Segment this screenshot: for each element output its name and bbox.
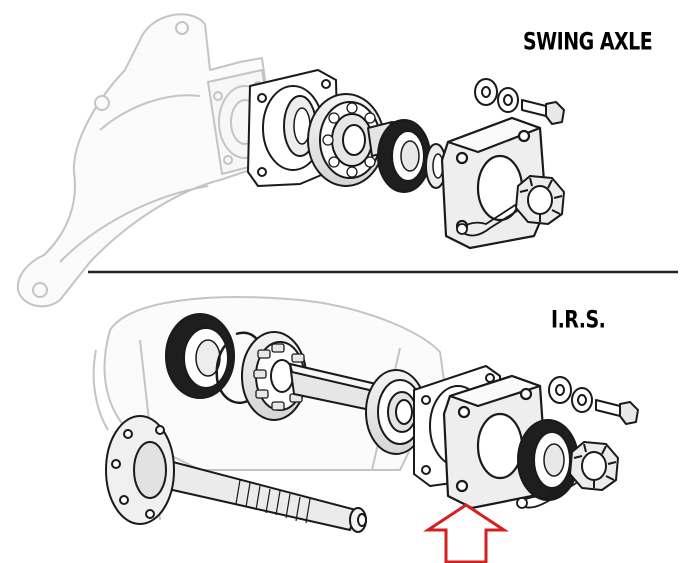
- axle-shaft: [105, 415, 367, 533]
- oil-seal: [377, 119, 431, 193]
- thin-spacer: [425, 143, 447, 189]
- outer-oil-seal: [517, 419, 579, 501]
- wheel-bearing: [307, 93, 385, 187]
- irs-washer-1: [548, 376, 572, 404]
- irs-assembly: [92, 296, 639, 533]
- washer-2: [497, 87, 519, 113]
- irs-washer-2: [571, 387, 593, 413]
- irs-castle-nut: [569, 441, 619, 491]
- bolt: [521, 99, 565, 125]
- washer-1: [474, 78, 498, 106]
- cotter-pin: [456, 197, 529, 237]
- castle-nut: [515, 175, 565, 225]
- irs-cotter-pin: [516, 469, 591, 509]
- outer-bearing: [365, 369, 427, 455]
- inner-oil-seal: [165, 313, 235, 399]
- bearing-cover: [440, 116, 548, 250]
- roller-bearing: [241, 331, 309, 421]
- swing-axle-label: SWING AXLE: [523, 28, 653, 56]
- irs-label: I.R.S.: [551, 306, 606, 334]
- swing-axle-assembly: [16, 13, 565, 308]
- irs-bolt: [595, 399, 639, 425]
- highlight-arrow-icon: [422, 503, 510, 563]
